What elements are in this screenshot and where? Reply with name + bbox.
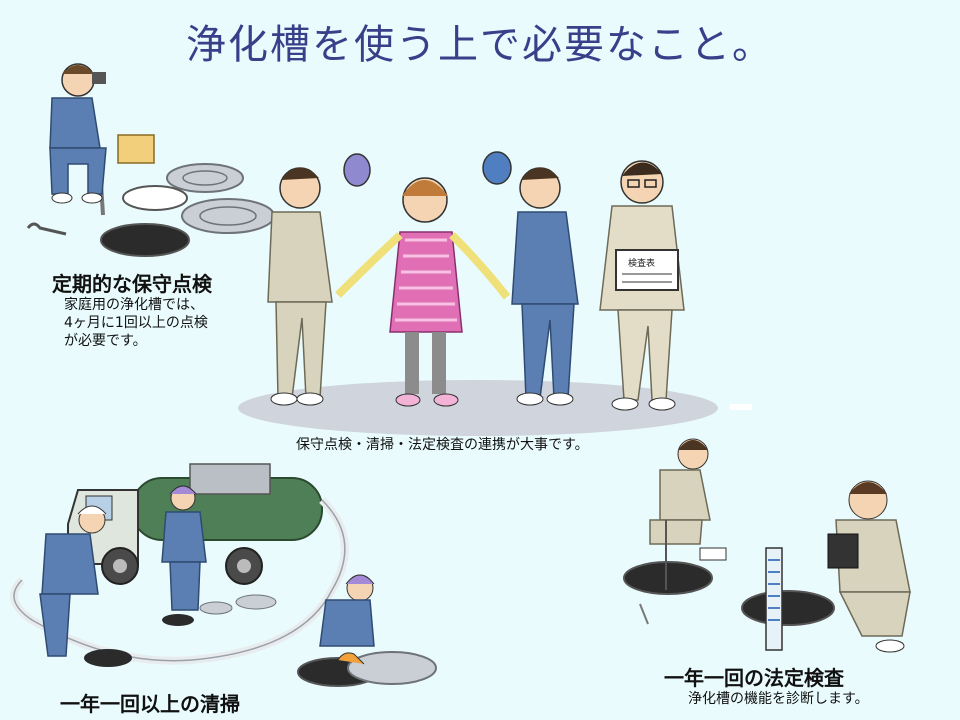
maintenance-inspection-heading: 定期的な保守点検 <box>52 272 212 296</box>
legal-inspection-heading: 一年一回の法定検査 <box>664 666 844 690</box>
maintenance-inspector-illustration <box>26 63 275 257</box>
legal-inspection-illustration <box>623 438 911 653</box>
maintenance-inspection-description: 家庭用の浄化槽では、 4ヶ月に1回以上の点検 が必要です。 <box>64 297 208 349</box>
cooperation-group-illustration: 検査表 <box>238 151 752 436</box>
slide-title: 浄化槽を使う上で必要なこと。 <box>186 22 774 68</box>
legal-inspection-description: 浄化槽の機能を診断します。 <box>688 691 869 707</box>
clipboard-label: 検査表 <box>628 257 655 269</box>
cooperation-caption: 保守点検・清掃・法定検査の連携が大事です。 <box>296 437 589 453</box>
cleaning-crew-illustration <box>10 463 437 687</box>
cleaning-heading: 一年一回以上の清掃 <box>60 692 240 716</box>
